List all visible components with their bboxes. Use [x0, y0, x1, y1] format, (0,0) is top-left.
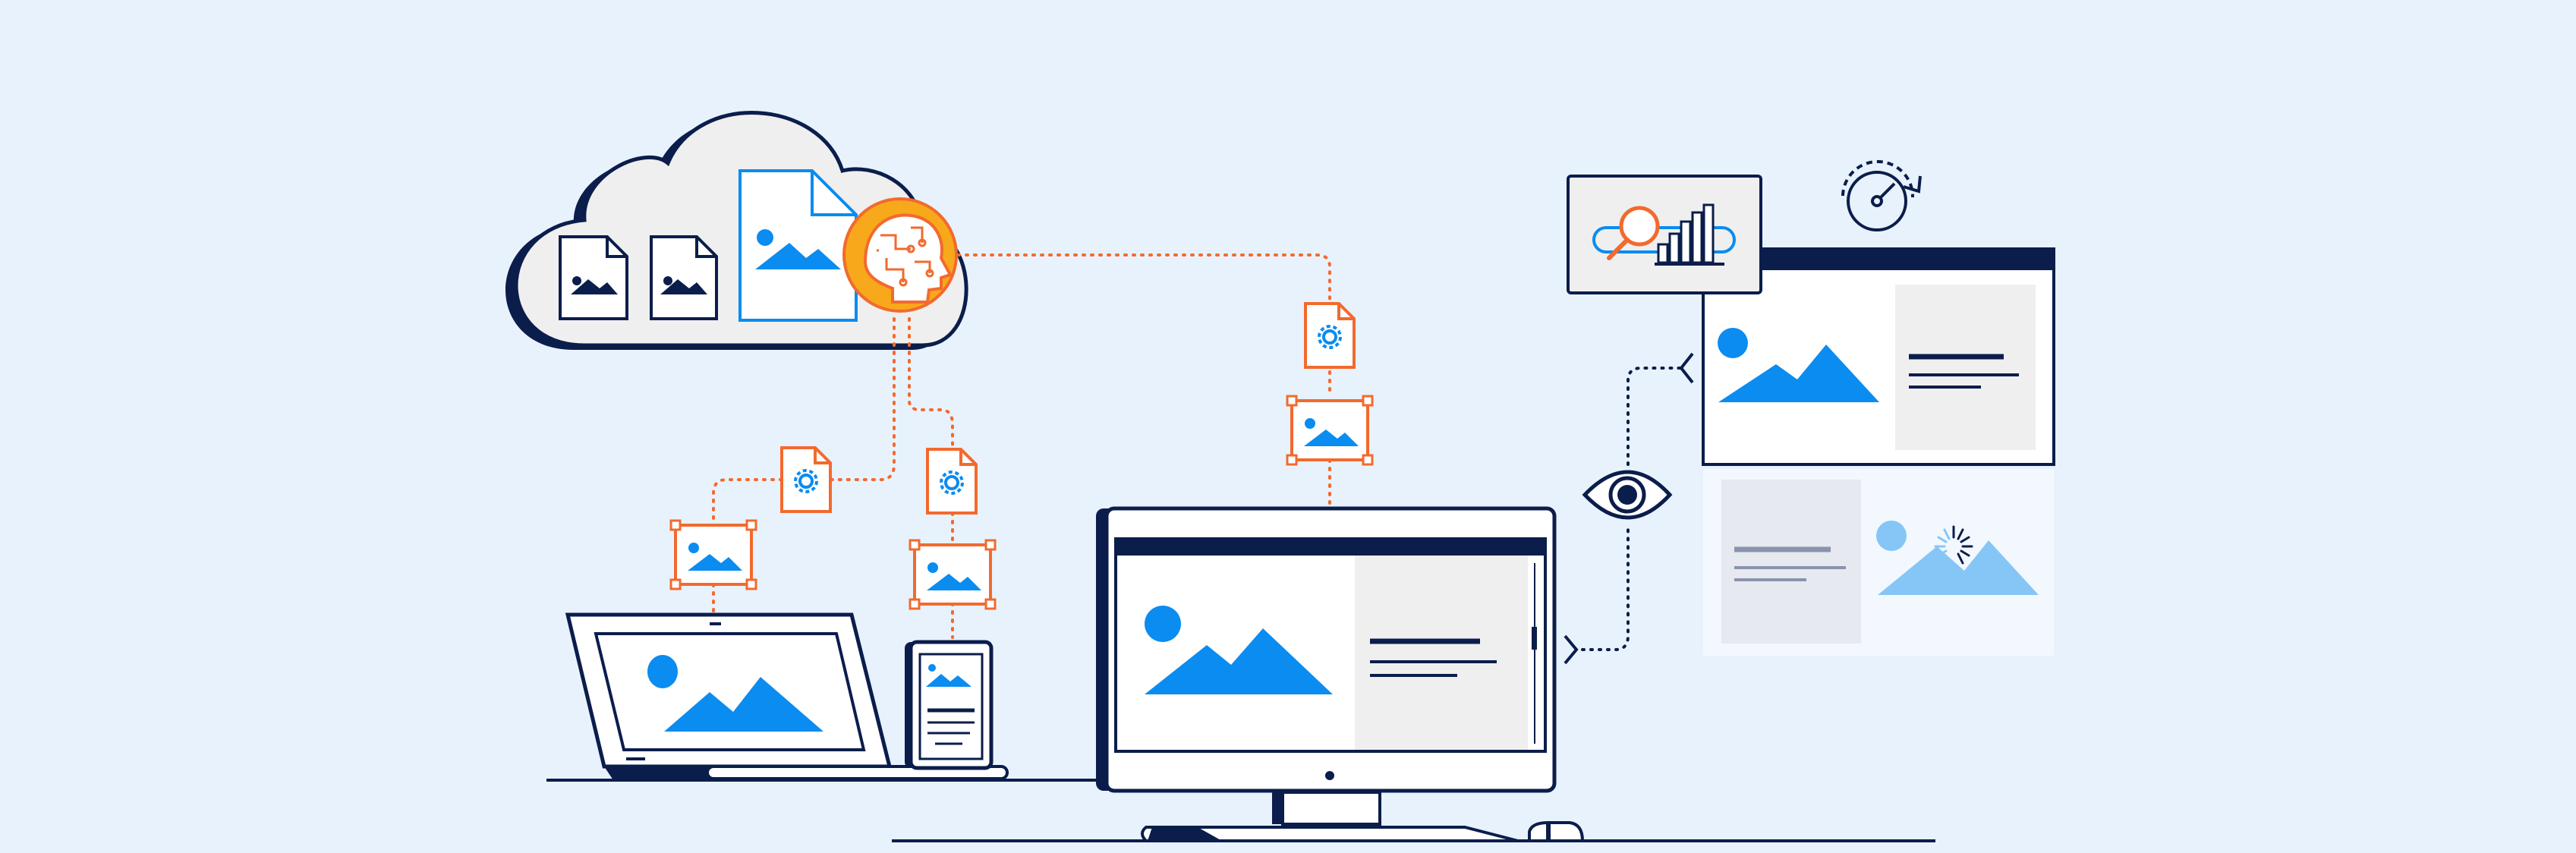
- phone-icon: [905, 640, 994, 770]
- image-frame-icon: [669, 519, 757, 590]
- image-file-icon: [650, 235, 718, 320]
- chevron-right-icon: [1564, 634, 1579, 665]
- cloud-group: [505, 111, 968, 350]
- chevron-left-icon: [1679, 352, 1694, 384]
- loading-spinner-icon: [1934, 525, 1973, 565]
- magnifier-bar-chart-icon: [1567, 175, 1762, 294]
- ai-brain-head-icon: [842, 197, 958, 313]
- settings-file-icon: [1304, 302, 1356, 369]
- desktop-monitor-icon: [1096, 506, 1585, 842]
- image-file-icon: [559, 235, 628, 320]
- settings-file-icon: [780, 446, 832, 513]
- eye-icon: [1582, 470, 1673, 520]
- eye-connector-lines: [1581, 367, 1683, 651]
- speed-gauge-icon: [1841, 160, 1922, 231]
- loading-preview-card: [1703, 469, 2054, 656]
- settings-file-icon: [926, 448, 978, 515]
- image-frame-icon: [909, 539, 997, 610]
- connector-lines: [712, 253, 1331, 639]
- image-frame-icon: [1286, 395, 1374, 466]
